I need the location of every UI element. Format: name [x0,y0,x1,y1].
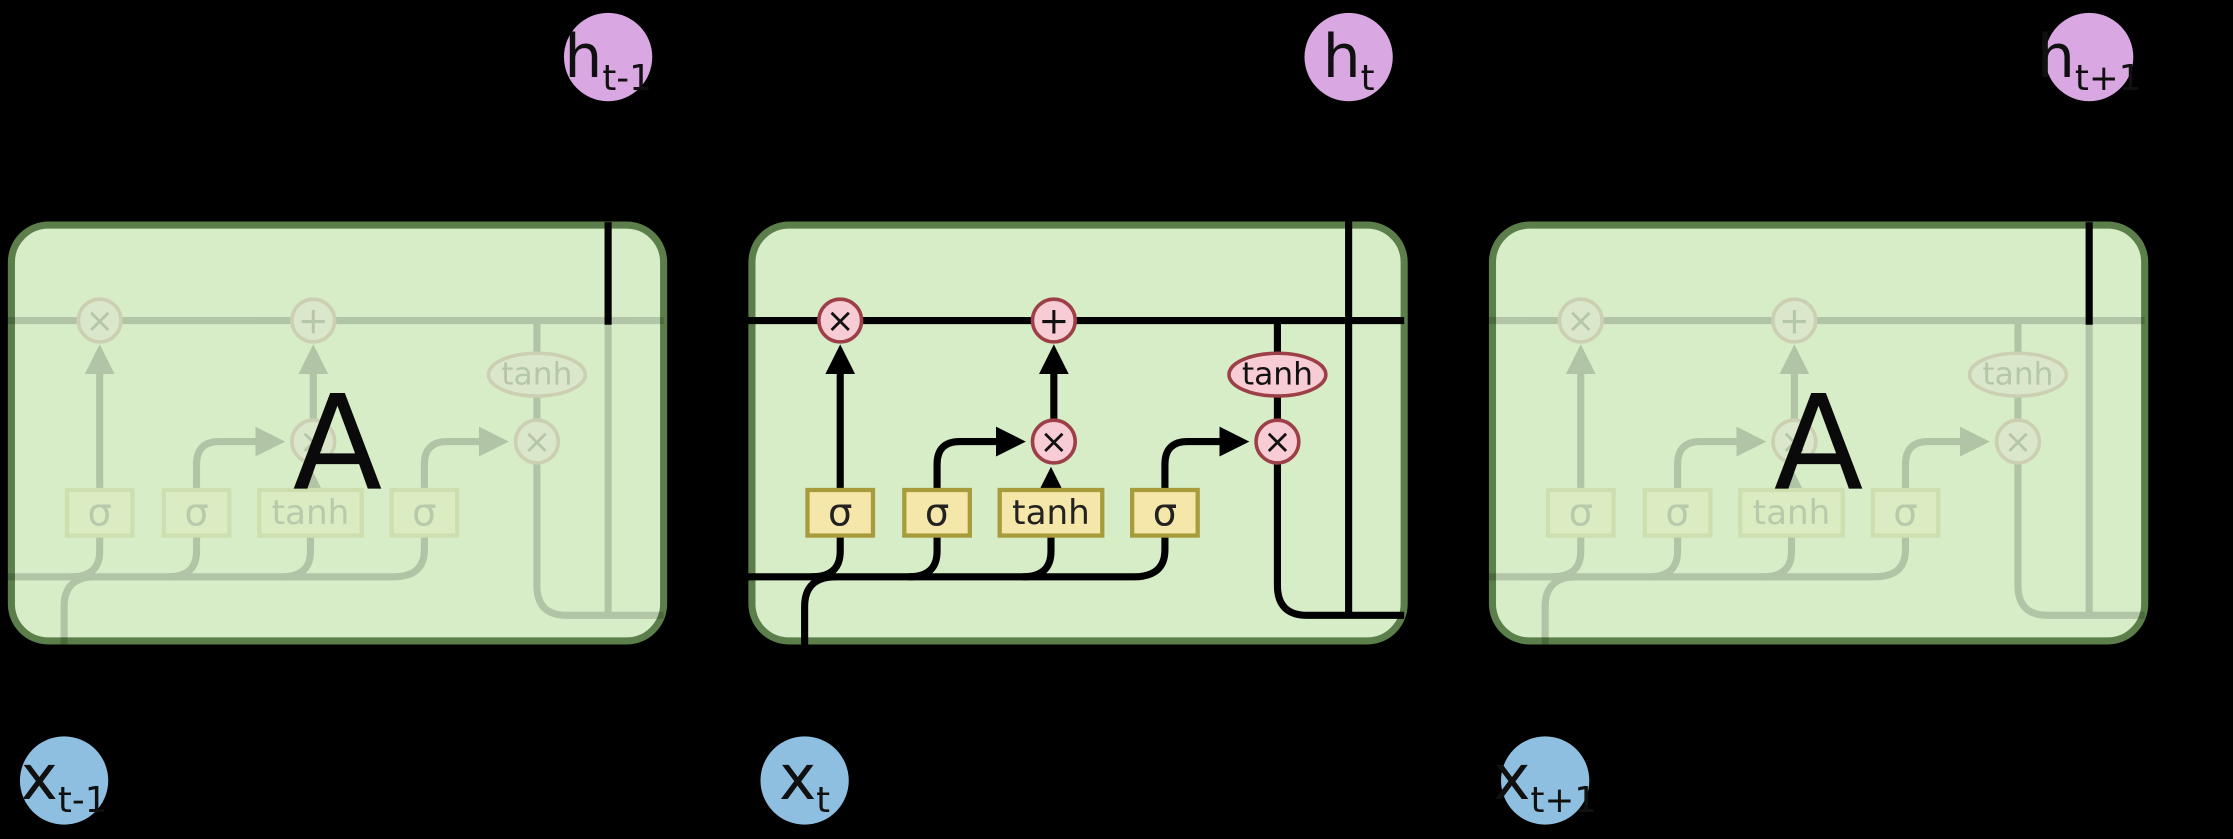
cell-wiring [669,57,1405,781]
hidden-state-node-current [1304,12,1393,102]
cell-label-left: A [293,367,383,520]
multiply-symbol: × [1263,422,1292,462]
input-node-main: x [779,741,816,814]
branch-to-forget-gate [811,535,844,581]
input-node-label-current: xt [779,741,830,821]
hidden-node-label-prev: ht-1 [564,22,651,99]
sigma-gate-box-input [902,487,972,538]
pointwise-multiply-op-forget [817,297,864,344]
sigma-gate-box-forget [805,487,876,538]
input-node-sub: t-1 [58,780,107,821]
pointwise-add-op [1030,297,1077,344]
hidden-node-main: h [564,22,602,92]
cell-label-right: A [1774,367,1864,520]
input-feed-line [801,573,837,781]
hidden-node-label-current: ht [1323,22,1375,99]
hidden-node-label-next: ht+1 [2037,22,2141,99]
hidden-state-input-line [669,535,1169,581]
input-gate-arrow [933,426,1026,490]
hidden-node-main: h [1323,22,1361,92]
input-node-next [1501,736,1590,825]
input-node-prev [19,736,109,825]
pointwise-multiply-op-candidate [1030,418,1077,465]
input-node-current [760,736,849,825]
sigma-symbol: σ [1153,491,1177,536]
multiply-symbol: × [826,301,855,341]
sigma-symbol: σ [925,491,949,536]
hidden-node-sub: t+1 [2075,58,2141,99]
tanh-symbol: tanh [1012,493,1090,533]
add-symbol: + [1038,299,1069,342]
tanh-gate-box [997,487,1105,538]
output-gate-arrow [1161,426,1250,490]
hidden-node-sub: t-1 [602,58,651,99]
input-node-label-next: xt+1 [1493,741,1597,821]
pointwise-multiply-op-output [1254,418,1301,465]
input-node-main: x [21,741,58,814]
input-node-main: x [1493,741,1530,814]
hidden-state-output-line [1273,462,1405,619]
hidden-state-node-prev [563,12,653,102]
lstm-cell-internals: × + × tanh × σ σ tanh σ [669,57,1405,781]
tanh-activation-ellipse [1227,351,1328,398]
sigma-symbol: σ [828,491,852,536]
hidden-state-node-next [2045,12,2134,102]
sigma-gate-box-output [1130,487,1200,538]
hidden-node-main: h [2037,22,2075,92]
branch-to-input-gate [908,535,941,581]
hidden-node-sub: t [1361,58,1375,99]
input-node-sub: t+1 [1530,780,1596,821]
multiply-symbol: × [1040,422,1069,462]
branch-to-candidate-gate [1022,535,1055,581]
input-node-label-prev: xt-1 [21,741,108,821]
tanh-symbol: tanh [1242,357,1313,393]
input-node-sub: t [816,780,830,821]
